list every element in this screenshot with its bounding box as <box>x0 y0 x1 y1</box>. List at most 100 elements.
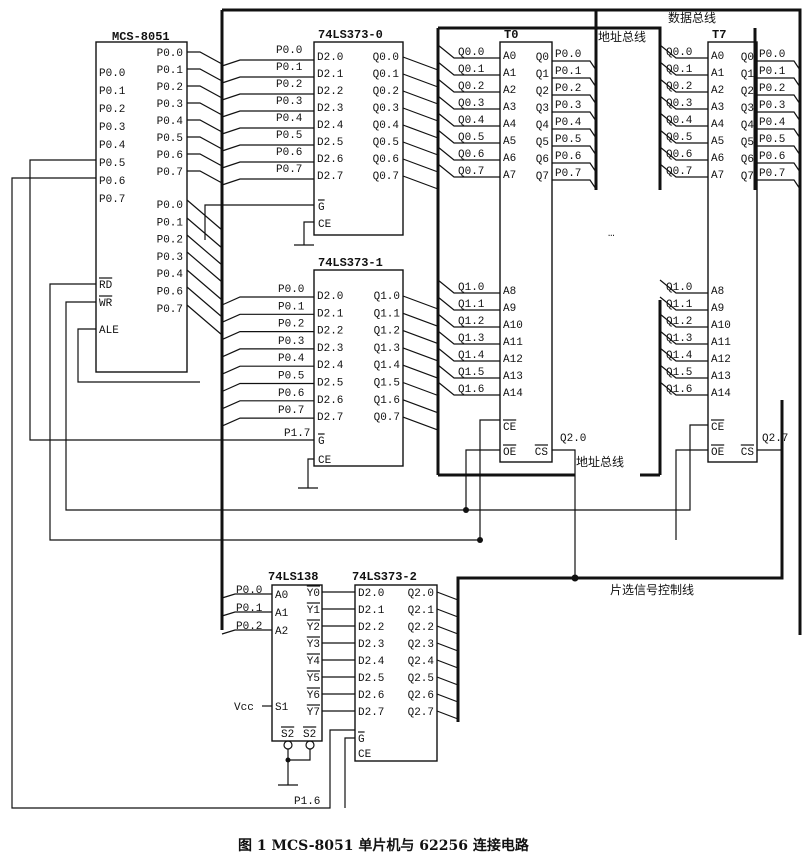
latch0-g-pin: G <box>318 202 325 214</box>
latch0-out-wire <box>402 175 439 190</box>
t0-data-wire-label: P0.2 <box>555 83 581 95</box>
decoder-s2b-pin: S2 <box>303 729 316 741</box>
latch0-in-wire <box>221 76 314 84</box>
t7-data-wire-label: P0.4 <box>759 117 786 129</box>
t0-oe-pin: OE <box>503 447 517 459</box>
latch0-wire-label: P0.5 <box>276 130 302 142</box>
mcu-out-wire <box>187 119 223 133</box>
t7-data-wire-label: P0.2 <box>759 83 785 95</box>
t7-data-wire-label: P0.0 <box>759 49 785 61</box>
t0-addr-high-wire-label: Q1.4 <box>458 350 485 362</box>
t0-addr-low-wire-label: Q0.4 <box>458 115 485 127</box>
t0-addr-low-wire <box>437 44 500 59</box>
t0-addr-high-pin: A14 <box>503 388 523 400</box>
t7-addr-low-wire <box>659 146 708 161</box>
address-bus-label-bottom: 地址总线 <box>576 455 624 469</box>
decoder-output-pin: Y3 <box>307 639 320 651</box>
latch1-out-wire <box>402 381 439 397</box>
latch1-out-wire <box>402 312 439 327</box>
mcu-out-wire <box>187 153 223 167</box>
t0-addr-low-wire-label: Q0.0 <box>458 47 484 59</box>
mcu-right-pin: P0.6 <box>157 150 183 162</box>
t0-data-wire-label: P0.0 <box>555 49 581 61</box>
t0-data-pin: Q3 <box>536 103 549 115</box>
latch0-input-pin: D2.7 <box>317 171 343 183</box>
decoder-input-pin: A0 <box>275 590 288 602</box>
t7-addr-low-pin: A4 <box>711 119 725 131</box>
t7-addr-high-wire <box>659 296 708 311</box>
latch2-title: 74LS373-2 <box>352 570 417 584</box>
latch1-output-pin: Q1.3 <box>374 343 400 355</box>
latch1-out-wire <box>402 347 439 362</box>
t7-data-wire <box>757 128 801 139</box>
t0-addr-low-pin: A3 <box>503 102 516 114</box>
t0-addr-low-wire-label: Q0.2 <box>458 81 484 93</box>
t7-addr-low-wire <box>659 129 708 144</box>
latch1-wire-label: P0.7 <box>278 405 304 417</box>
latch0-in-wire <box>221 93 314 101</box>
mcu-left-pin: P0.3 <box>99 122 125 134</box>
latch1-input-pin: D2.2 <box>317 326 343 338</box>
decoder-title: 74LS138 <box>268 570 318 584</box>
latch0-in-wire <box>221 161 314 169</box>
latch0-output-pin: Q0.3 <box>373 103 399 115</box>
mcu-right-pin-lower: P0.3 <box>157 252 183 264</box>
t7-addr-low-wire <box>659 61 708 76</box>
mcu-out-wire <box>187 51 223 65</box>
t0-data-wire-label: P0.7 <box>555 168 581 180</box>
t7-addr-low-wire <box>659 112 708 127</box>
t0-data-wire <box>552 145 597 156</box>
chip-array-ellipsis: … <box>608 228 615 240</box>
t0-data-wire <box>552 162 597 173</box>
latch1-out-wire <box>402 295 439 310</box>
t0-data-pin: Q5 <box>536 137 549 149</box>
latch2-ce-pin: CE <box>358 749 372 761</box>
latch1-output-pin: Q1.2 <box>374 326 400 338</box>
mcu-left-pin: P0.6 <box>99 176 125 188</box>
mcu-right-pin-lower: P0.7 <box>157 304 183 316</box>
decoder-output-pin: Y5 <box>307 673 320 685</box>
latch0-out-wire <box>402 124 439 139</box>
mcu-title: MCS-8051 <box>112 30 170 44</box>
latch0-wire-label: P0.7 <box>276 164 302 176</box>
t0-addr-low-pin: A6 <box>503 153 516 165</box>
t7-addr-low-pin: A3 <box>711 102 724 114</box>
t0-addr-high-pin: A12 <box>503 354 523 366</box>
latch2-output-pin: Q2.0 <box>408 588 434 600</box>
decoder-output-pin: Y4 <box>307 656 321 668</box>
latch1-wire-label: P0.1 <box>278 301 305 313</box>
latch2-input-pin: D2.6 <box>358 690 384 702</box>
decoder-output-pin: Y7 <box>307 707 320 719</box>
decoder-wire-label: P0.0 <box>236 585 262 597</box>
wire-fans <box>11 159 782 809</box>
t0-data-pin: Q6 <box>536 154 549 166</box>
t7-data-pin: Q4 <box>741 120 755 132</box>
t0-addr-low-pin: A0 <box>503 51 516 63</box>
latch1-out-wire <box>402 364 439 379</box>
mcu-left-pin: P0.4 <box>99 140 126 152</box>
latch0-out-wire <box>402 90 439 105</box>
latch1-in-wire <box>221 417 314 427</box>
latch0-out-wire <box>402 73 439 88</box>
t0-cs-pin: CS <box>535 447 549 459</box>
t7-data-wire-label: P0.6 <box>759 151 785 163</box>
t0-addr-high-wire <box>437 279 500 294</box>
latch1-wire-label: P0.4 <box>278 353 305 365</box>
latch1-wire-label: P0.3 <box>278 336 304 348</box>
t0-addr-high-wire <box>437 347 500 362</box>
latch1-wire-label: P0.6 <box>278 388 304 400</box>
latch0-ce-pin: CE <box>318 219 332 231</box>
t0-data-wire-label: P0.5 <box>555 134 581 146</box>
latch0-output-pin: Q0.7 <box>373 171 399 183</box>
latch1-input-pin: D2.7 <box>317 412 343 424</box>
t7-addr-low-pin: A2 <box>711 85 724 97</box>
decoder-s1-pin: S1 <box>275 702 289 714</box>
t0-addr-high-pin: A11 <box>503 337 523 349</box>
decoder-input-pin: A1 <box>275 608 289 620</box>
t0-addr-high-wire <box>437 381 500 396</box>
t0-addr-low-wire <box>437 95 500 110</box>
t7-addr-high-wire <box>659 347 708 362</box>
mcu-left-pin: P0.2 <box>99 104 125 116</box>
t0-addr-high-wire-label: Q1.1 <box>458 299 485 311</box>
latch1-in-wire <box>221 400 314 410</box>
